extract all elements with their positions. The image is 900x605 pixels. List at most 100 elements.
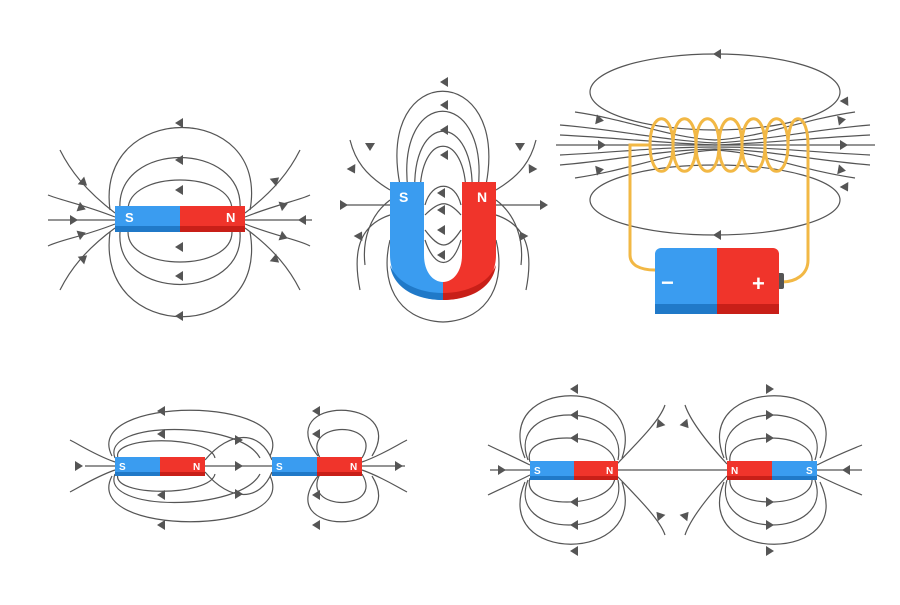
north-label: N bbox=[731, 466, 738, 477]
field-line bbox=[589, 164, 841, 236]
arrow-icon bbox=[839, 96, 849, 106]
field-line bbox=[396, 90, 490, 186]
field-line bbox=[519, 395, 626, 459]
arrow-icon bbox=[839, 182, 849, 192]
south-arm bbox=[390, 182, 443, 300]
arrow-icon bbox=[75, 461, 83, 471]
field-line bbox=[204, 471, 273, 495]
south-label: S bbox=[276, 462, 283, 473]
arrow-icon bbox=[440, 150, 448, 160]
negative-label: − bbox=[661, 270, 674, 295]
field-line bbox=[718, 395, 827, 459]
arrow-icon bbox=[77, 255, 88, 265]
coil-wire bbox=[628, 254, 656, 272]
field-line bbox=[406, 110, 480, 191]
field-line bbox=[47, 223, 116, 247]
field-line bbox=[361, 469, 408, 493]
arrow-icon bbox=[515, 143, 525, 151]
field-line bbox=[559, 124, 871, 144]
field-line bbox=[47, 194, 116, 218]
arrow-icon bbox=[766, 410, 774, 420]
arrow-icon bbox=[598, 140, 606, 150]
south-label: S bbox=[399, 189, 408, 205]
arrow-icon bbox=[713, 49, 721, 59]
field-line bbox=[684, 404, 728, 465]
field-line bbox=[816, 474, 863, 496]
field-line bbox=[816, 444, 863, 466]
south-label: S bbox=[125, 210, 134, 225]
field-line bbox=[108, 409, 274, 457]
field-line bbox=[495, 139, 537, 191]
arrow-icon bbox=[766, 546, 774, 556]
solenoid-arrows bbox=[595, 49, 849, 240]
field-line bbox=[113, 429, 261, 459]
field-line bbox=[574, 111, 856, 141]
arrow-icon bbox=[766, 520, 774, 530]
field-line bbox=[69, 469, 116, 493]
field-line bbox=[495, 199, 523, 266]
field-line bbox=[424, 185, 462, 206]
arrow-icon bbox=[570, 384, 578, 394]
north-label: N bbox=[226, 210, 235, 225]
arrow-icon bbox=[235, 435, 243, 445]
arrow-icon bbox=[365, 143, 375, 151]
field-line bbox=[316, 473, 367, 504]
field-line bbox=[356, 214, 391, 291]
bar-magnet-diagram: S N bbox=[47, 118, 312, 321]
arrow-icon bbox=[298, 215, 306, 225]
field-line bbox=[113, 473, 261, 503]
field-line bbox=[559, 148, 871, 166]
north-label: N bbox=[350, 462, 357, 473]
attracting-right-magnet: S N bbox=[272, 457, 362, 476]
bar-magnet-arrows bbox=[70, 118, 306, 321]
arrow-icon bbox=[175, 118, 183, 128]
arrow-icon bbox=[679, 511, 689, 522]
field-line bbox=[729, 477, 813, 503]
field-line bbox=[386, 239, 500, 323]
field-line bbox=[363, 199, 391, 266]
arrow-icon bbox=[70, 215, 78, 225]
arrow-icon bbox=[346, 164, 356, 174]
horseshoe-magnet: S N bbox=[390, 182, 496, 300]
arrow-icon bbox=[269, 253, 280, 263]
repelling-arrows bbox=[498, 384, 850, 556]
field-line bbox=[519, 481, 626, 545]
field-line bbox=[307, 409, 380, 457]
arrow-icon bbox=[570, 520, 578, 530]
south-label: S bbox=[534, 466, 541, 477]
north-arm bbox=[443, 182, 496, 300]
field-line bbox=[487, 474, 531, 496]
arrow-icon bbox=[595, 114, 604, 125]
field-line bbox=[616, 475, 666, 536]
arrow-icon bbox=[278, 201, 288, 212]
arrow-icon bbox=[766, 497, 774, 507]
arrow-icon bbox=[76, 230, 86, 241]
field-line bbox=[419, 145, 467, 196]
arrow-icon bbox=[766, 384, 774, 394]
arrow-icon bbox=[437, 188, 445, 198]
field-line bbox=[559, 146, 871, 156]
field-line bbox=[316, 428, 367, 459]
field-line bbox=[495, 214, 530, 291]
field-line bbox=[684, 475, 728, 536]
arrow-icon bbox=[540, 200, 548, 210]
arrow-icon bbox=[157, 406, 165, 416]
arrow-icon bbox=[157, 429, 165, 439]
field-line bbox=[108, 475, 274, 523]
arrow-icon bbox=[235, 461, 243, 471]
field-line bbox=[127, 231, 233, 263]
arrow-icon bbox=[312, 520, 320, 530]
arrow-icon bbox=[437, 225, 445, 235]
field-line bbox=[729, 437, 813, 463]
field-line bbox=[524, 414, 620, 461]
arrow-icon bbox=[713, 230, 721, 240]
arrow-icon bbox=[437, 250, 445, 260]
field-line bbox=[204, 437, 273, 461]
arrow-icon bbox=[570, 546, 578, 556]
arrow-icon bbox=[440, 77, 448, 87]
field-line bbox=[117, 440, 216, 459]
field-line bbox=[59, 149, 116, 214]
field-line bbox=[487, 444, 531, 466]
field-line bbox=[244, 149, 301, 214]
